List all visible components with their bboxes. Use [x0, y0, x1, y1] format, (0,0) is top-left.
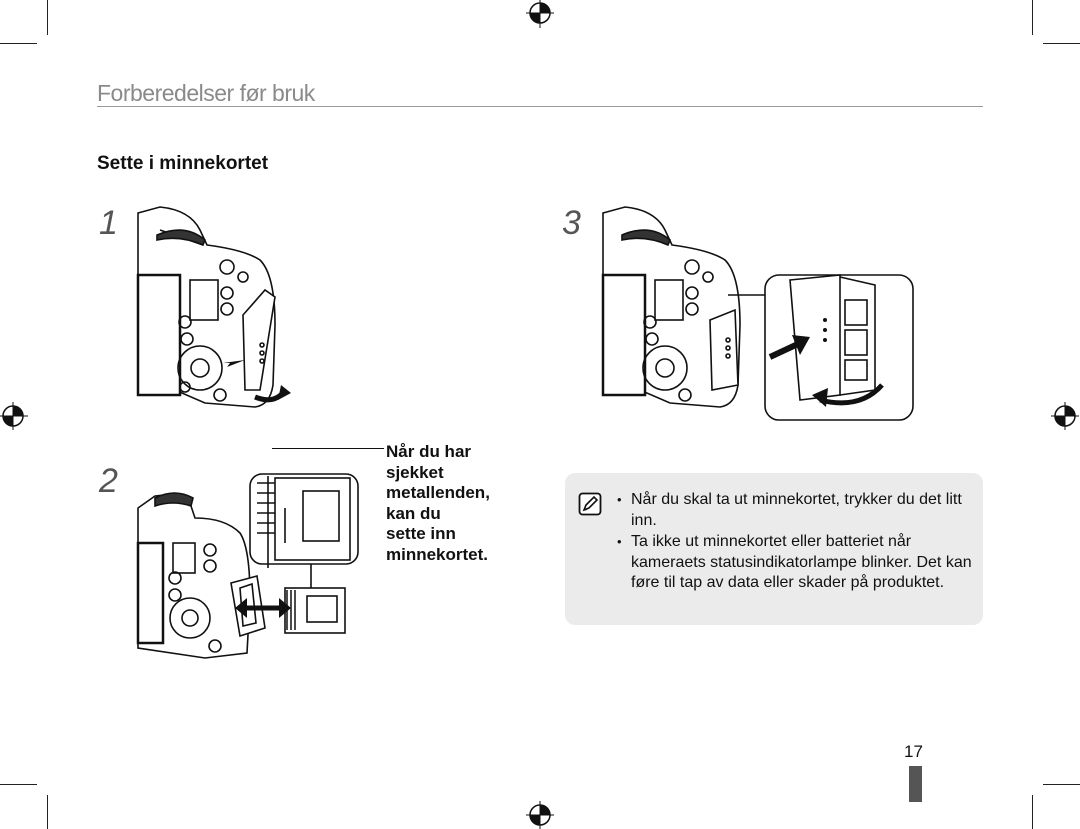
caption-line: sette inn [386, 524, 456, 543]
step-number-3: 3 [562, 204, 581, 242]
crop-mark [1032, 795, 1033, 829]
camera-illustration-step3 [601, 206, 914, 421]
crop-mark [47, 795, 48, 829]
step-number-2: 2 [99, 462, 118, 500]
crop-mark [1043, 43, 1080, 44]
registration-mark-icon [526, 0, 554, 28]
page-number: 17 [904, 742, 923, 761]
registration-mark-icon [0, 402, 28, 430]
caption-line: metallenden, [386, 483, 490, 502]
step-number-1: 1 [99, 204, 118, 242]
section-title: Forberedelser før bruk [97, 80, 315, 106]
note-item: Når du skal ta ut minnekortet, trykker d… [617, 490, 977, 531]
caption-line: Når du har [386, 442, 472, 461]
caption-line: sjekket [386, 462, 444, 482]
camera-illustration-step1 [136, 206, 291, 408]
page-heading: Sette i minnekortet [97, 153, 269, 174]
camera-illustration-step2 [136, 473, 359, 659]
crop-mark [1032, 0, 1033, 35]
thumb-tab [909, 766, 922, 802]
crop-mark [1043, 784, 1080, 785]
crop-mark [0, 43, 37, 44]
callout-line [272, 448, 384, 449]
note-list: Når du skal ta ut minnekortet, trykker d… [617, 490, 977, 594]
crop-mark [0, 784, 37, 785]
step2-caption: Når du har sjekket metallenden, kan du s… [386, 442, 516, 565]
caption-line: minnekortet. [386, 544, 489, 564]
caption-line: kan du [386, 503, 441, 523]
registration-mark-icon [1051, 402, 1079, 430]
crop-mark [47, 0, 48, 35]
registration-mark-icon [526, 801, 554, 829]
note-item: Ta ikke ut minnekortet eller batteriet n… [617, 532, 977, 594]
note-icon [578, 492, 602, 516]
title-divider [97, 106, 983, 107]
